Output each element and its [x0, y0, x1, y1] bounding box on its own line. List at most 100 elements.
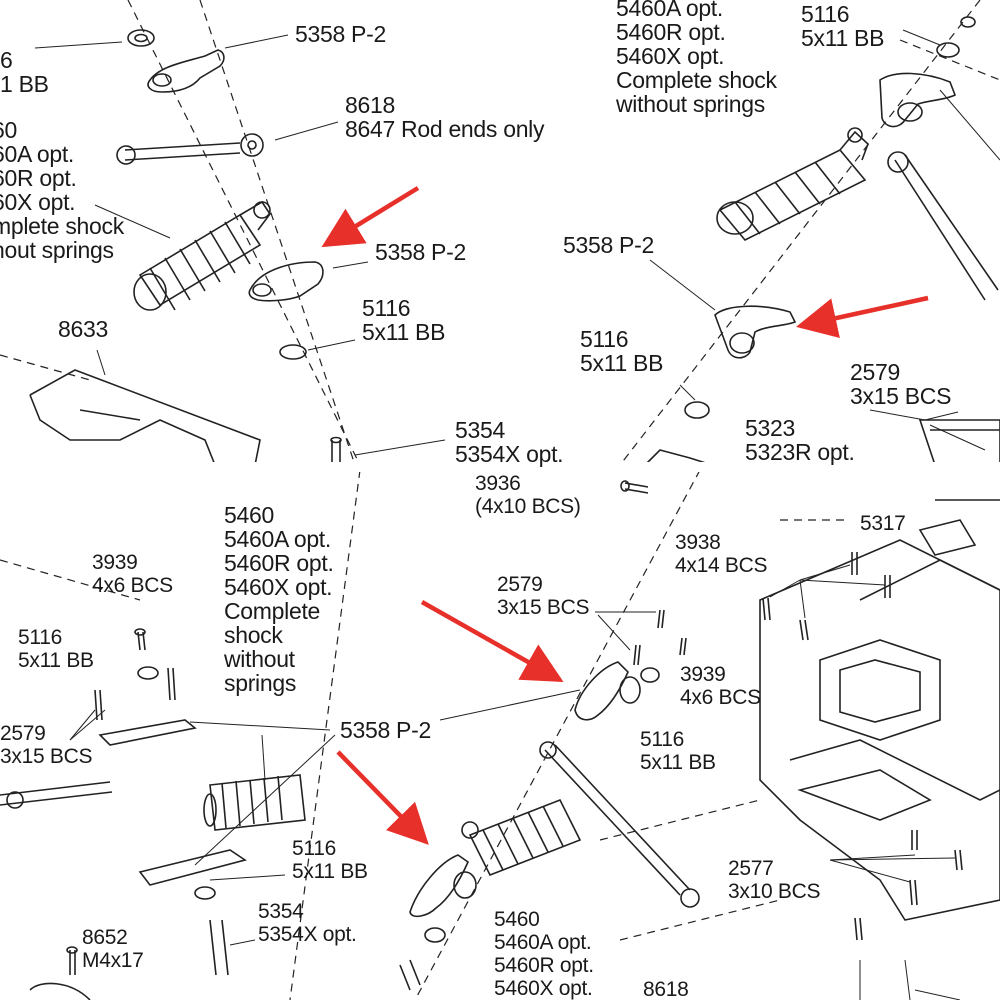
part-label-line: 5460 — [494, 908, 540, 931]
part-label-tr-shock: 5460A opt.5460R opt.5460X opt.Complete s… — [616, 0, 777, 116]
part-label-line: M4x17 — [82, 949, 144, 972]
part-label-b-3936: 3936(4x10 BCS) — [475, 472, 581, 518]
arrow-pointer — [321, 186, 420, 248]
part-label-b-8618: 8618 — [643, 978, 689, 1001]
part-label-b-5358: 5358 P-2 — [340, 718, 431, 742]
bearing-part — [684, 401, 710, 419]
red-pointer-arrows — [321, 186, 929, 845]
part-label-line: 5323 — [745, 415, 795, 441]
part-label-line: mplete shock — [0, 213, 124, 239]
suspension-arm-part — [29, 369, 261, 466]
arrow-pointer — [420, 600, 564, 682]
bearing-part — [279, 344, 307, 360]
top-left-panel — [0, 0, 446, 466]
part-label-line: 5460A opt. — [224, 526, 331, 552]
part-label-tl-5358-mid: 5358 P-2 — [375, 240, 466, 264]
part-label-line: 5358 P-2 — [375, 239, 466, 265]
part-label-line: 2579 — [850, 359, 900, 385]
part-label-line: 5460X opt. — [494, 977, 593, 1000]
rod-part — [544, 744, 691, 896]
part-label-line: 5x11 BB — [362, 319, 446, 345]
part-label-line: 5x11 BB — [801, 25, 885, 51]
part-label-line: 6 — [0, 47, 13, 73]
part-label-line: 5116 — [292, 837, 336, 860]
part-label-line: 5358 P-2 — [340, 717, 431, 743]
part-label-line: 5358 P-2 — [563, 232, 654, 258]
part-label-line: 5460R opt. — [224, 550, 334, 576]
part-label-line: 3938 — [675, 531, 721, 554]
part-label-line: 5116 — [362, 295, 411, 321]
shock-mount-part — [98, 719, 197, 746]
part-label-line: 5460A opt. — [494, 931, 592, 954]
part-label-tl-5358-top: 5358 P-2 — [295, 22, 386, 46]
part-label-line: 60X opt. — [0, 189, 76, 215]
part-label-line: 4x6 BCS — [680, 686, 761, 709]
part-label-line: 5x11 BB — [580, 350, 664, 376]
part-label-line: 5354X opt. — [258, 923, 357, 946]
rod-part — [0, 781, 113, 806]
part-label-tl-8633: 8633 — [58, 317, 108, 341]
part-label-line: 5460A opt. — [616, 0, 723, 21]
arrow-pointer — [796, 295, 929, 338]
shock-mount-part — [138, 849, 247, 886]
part-label-line: 5460R opt. — [616, 19, 726, 45]
shock-part — [716, 127, 869, 241]
part-label-line: 60 — [0, 117, 17, 143]
top-right-panel — [619, 0, 1000, 466]
bearing-part — [936, 42, 960, 58]
part-label-tl-shock: 6060A opt.60R opt.60X opt.mplete shockho… — [0, 118, 124, 262]
part-label-line: 3939 — [680, 663, 726, 686]
part-label-line: Complete shock — [616, 67, 777, 93]
part-label-line: 5460 — [224, 502, 274, 528]
part-label-line: 5354 — [455, 417, 505, 443]
part-label-line: hout springs — [0, 237, 114, 263]
part-label-line: 5354 — [258, 900, 304, 923]
part-label-line: 5317 — [860, 512, 906, 535]
shock-mount-part — [714, 305, 797, 359]
part-label-line: 5323R opt. — [745, 439, 855, 465]
part-label-line: 5116 — [18, 626, 62, 649]
bearing-part — [640, 667, 660, 683]
part-label-line: 1 BB — [0, 71, 49, 97]
part-label-line: 5116 — [640, 728, 684, 751]
part-label-tr-5358: 5358 P-2 — [563, 233, 654, 257]
bearing-part — [194, 886, 216, 900]
shock-part — [203, 774, 306, 831]
shock-mount-part — [248, 261, 324, 302]
part-label-line: 5460X opt. — [224, 574, 333, 600]
part-label-line: 5x11 BB — [292, 860, 368, 883]
part-label-line: Complete — [224, 598, 321, 624]
chassis-part — [759, 469, 1000, 921]
part-label-line: 5x11 BB — [18, 649, 94, 672]
rod-part — [124, 142, 241, 161]
part-label-line: 5354X opt. — [455, 441, 564, 467]
bottom-panel — [0, 469, 1000, 1000]
part-label-line: 8647 Rod ends only — [345, 116, 545, 142]
part-label-line: 5x11 BB — [640, 751, 716, 774]
part-label-line: 8618 — [643, 978, 689, 1001]
part-label-line: springs — [224, 670, 297, 696]
part-label-line: 4x14 BCS — [675, 554, 768, 577]
panel-divider — [0, 462, 1000, 472]
part-label-line: 3x15 BCS — [850, 383, 952, 409]
part-label-line: 60A opt. — [0, 141, 75, 167]
shock-mount-part — [574, 661, 629, 721]
part-label-line: 2579 — [497, 573, 543, 596]
part-label-line: 8652 — [82, 926, 128, 949]
part-label-line: 5116 — [580, 326, 629, 352]
part-label-line: 5460X opt. — [616, 43, 725, 69]
